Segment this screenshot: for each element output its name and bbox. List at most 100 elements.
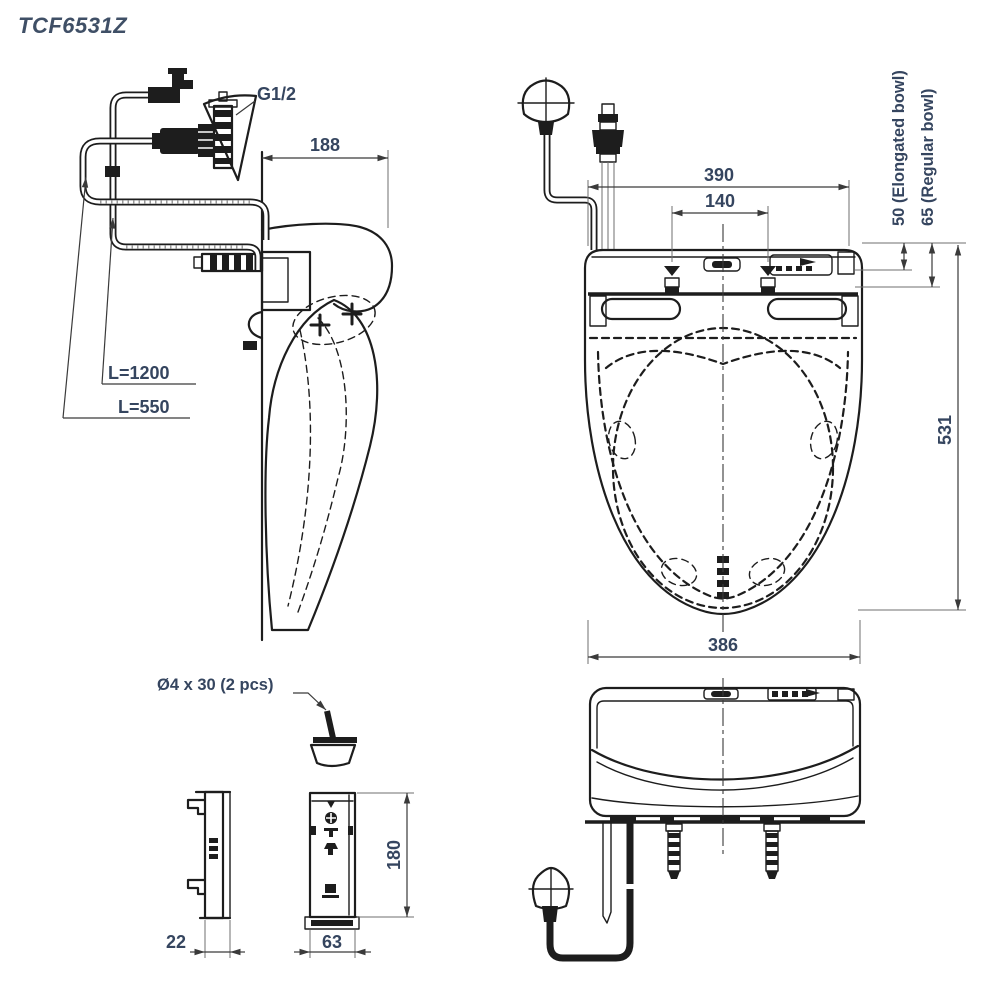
elbow-cap: [168, 68, 187, 74]
dim-22-text: 22: [166, 932, 186, 952]
plan-bumper-hole: [607, 420, 637, 460]
side-hinge-ellipse: [292, 294, 376, 346]
connector-body: [160, 128, 200, 154]
inlet-band: [214, 122, 232, 129]
bolt-head: [664, 266, 680, 276]
screw-shaft: [324, 710, 336, 739]
cord-path: [546, 818, 634, 962]
inlet-band: [214, 134, 232, 141]
inlet-cone: [202, 94, 258, 182]
button-bar-stem: [329, 831, 333, 837]
front-bolt-left: [665, 823, 683, 879]
screw-detail: Ø4 x 30 (2 pcs): [157, 676, 357, 768]
panel-button: [806, 266, 812, 271]
side-lid-outline: [264, 298, 379, 632]
bolt-body: [760, 277, 776, 288]
remote-dock-bracket: [304, 916, 360, 930]
plan-vent-pill: [712, 261, 732, 268]
side-clip: [247, 310, 264, 340]
dim-386-text: 386: [708, 635, 738, 655]
center-mark-dash: [717, 580, 729, 587]
remote-side-view: 22: [166, 790, 245, 958]
plug-cross: [517, 77, 575, 123]
cord-joint: [626, 884, 635, 889]
barb-band: [210, 254, 217, 271]
side-view: G1/2 188 L=1200 L=550: [62, 68, 394, 642]
button-spray-cross: [326, 813, 336, 823]
plan-control-panel: [769, 254, 833, 276]
valve-band: [598, 114, 618, 122]
front-panel-button: [772, 691, 778, 697]
dim-180-text: 180: [384, 840, 404, 870]
connector-tail: [152, 133, 162, 149]
bolt-tip: [668, 871, 680, 879]
drawing-title: TCF6531Z: [18, 13, 128, 38]
plan-bolt-left: [664, 266, 680, 293]
plan-bolt-right: [760, 266, 776, 293]
valve-nut: [592, 130, 624, 147]
plan-vent-slot: [703, 257, 741, 272]
dim-140-text: 140: [705, 191, 735, 211]
side-stopper: [243, 341, 257, 350]
front-panel-button: [782, 691, 788, 697]
inlet-band: [214, 158, 232, 164]
front-panel-arrow: [806, 689, 820, 697]
bolt-thread: [766, 833, 778, 838]
front-vent-pill: [711, 691, 731, 697]
side-bracket: [260, 250, 312, 312]
hose-long-path: [109, 91, 262, 270]
panel-arrow: [800, 258, 816, 266]
detail-bar: [209, 854, 218, 859]
valve-outlet: [599, 153, 617, 163]
dim-188: 188: [262, 135, 389, 228]
dim-188-text: 188: [310, 135, 340, 155]
remote-dock-fill: [311, 920, 353, 926]
dim-offset-refs: [855, 242, 966, 288]
barb-band: [222, 254, 229, 271]
front-panel-button: [802, 691, 808, 697]
bolt-cross-right: [341, 302, 363, 326]
front-view: [528, 678, 865, 962]
plan-side-panel: [837, 251, 855, 275]
bolt-head: [760, 266, 776, 276]
callout-hose-long: L=1200: [101, 217, 196, 385]
plan-bumper-hole: [748, 557, 786, 587]
hose-short-core: [81, 139, 268, 240]
dim-180: 180: [357, 792, 414, 918]
screw-label: Ø4 x 30 (2 pcs): [157, 676, 273, 694]
plug-cross: [528, 868, 574, 910]
front-bolt-right: [763, 823, 781, 879]
side-lid-hidden-line: [297, 317, 347, 613]
base-fitting: [660, 817, 674, 822]
valve-neck: [599, 121, 617, 131]
side-hinge-bolt-marks: [309, 302, 363, 337]
panel-button: [796, 266, 802, 271]
inlet-band: [214, 146, 232, 153]
dim-22: 22: [166, 920, 245, 958]
valve-band2: [596, 147, 620, 154]
barb-band: [234, 254, 241, 271]
screw-cap: [309, 743, 357, 768]
detail-bar: [209, 846, 218, 851]
button-tab-left: [311, 826, 316, 835]
valve-hoses: [601, 162, 615, 250]
side-body-outline: [260, 222, 394, 313]
remote-side-detail: [209, 838, 218, 859]
bolt-tip: [766, 871, 778, 879]
dim-140: 140: [671, 191, 769, 262]
g12-label: G1/2: [257, 84, 296, 104]
screw-leader: [293, 692, 327, 711]
hose-long-core: [111, 93, 260, 270]
screw-flange: [313, 737, 357, 743]
front-control-panel: [767, 687, 855, 701]
plan-bumper-hole: [809, 420, 839, 460]
plug-cord-core: [545, 135, 596, 250]
panel-button: [786, 266, 792, 271]
detail-bar: [209, 838, 218, 843]
hose-long-leader: [101, 217, 116, 385]
side-barb-bands: [193, 254, 253, 271]
inlet-band: [214, 110, 232, 117]
dim-65-text: 65 (Regular bowl): [919, 88, 937, 226]
side-lid-hidden-line2: [287, 329, 312, 607]
